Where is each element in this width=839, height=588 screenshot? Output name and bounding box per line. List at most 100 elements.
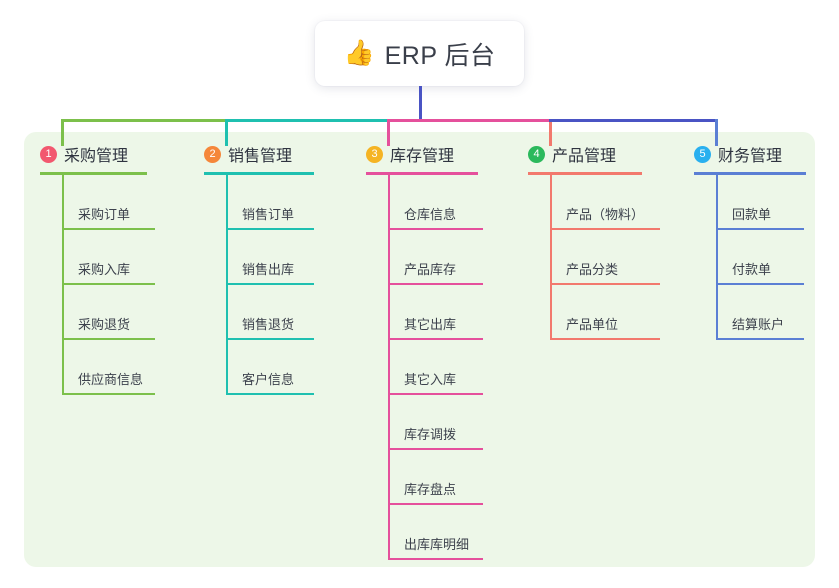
branch-drop-4 xyxy=(549,119,552,146)
leaf-item[interactable]: 回款单 xyxy=(716,196,804,230)
leaf-label: 产品分类 xyxy=(566,262,619,277)
branch-header-3[interactable]: 3 库存管理 xyxy=(366,142,454,166)
leaf-item[interactable]: 供应商信息 xyxy=(62,361,155,395)
leaf-label: 供应商信息 xyxy=(78,372,144,387)
branch-badge-3: 3 xyxy=(366,145,383,163)
branch-rule-3 xyxy=(366,172,478,175)
leaf-label: 产品单位 xyxy=(566,317,619,332)
branch-header-2[interactable]: 2 销售管理 xyxy=(204,142,292,166)
branch-title-1: 采购管理 xyxy=(64,148,129,165)
leaf-label: 产品（物料） xyxy=(566,207,645,222)
leaf-label: 付款单 xyxy=(732,262,772,277)
leaf-rule xyxy=(62,228,155,230)
leaf-rule xyxy=(716,338,804,340)
bus-segment-2 xyxy=(225,119,389,122)
leaf-label: 客户信息 xyxy=(242,372,295,387)
leaf-item[interactable]: 销售出库 xyxy=(226,251,314,285)
leaf-item[interactable]: 库存调拨 xyxy=(388,416,483,450)
leaf-rule xyxy=(388,503,483,505)
leaf-label: 其它入库 xyxy=(404,372,457,387)
branch-rule-2 xyxy=(204,172,314,175)
branch-stem-5 xyxy=(716,172,718,340)
branch-header-1[interactable]: 1 采购管理 xyxy=(40,142,128,166)
branch-badge-2: 2 xyxy=(204,145,221,163)
branch-rule-1 xyxy=(40,172,147,175)
branch-title-4: 产品管理 xyxy=(552,148,617,165)
leaf-rule xyxy=(716,283,804,285)
leaf-rule xyxy=(226,228,314,230)
branch-drop-3 xyxy=(387,119,390,146)
leaf-item[interactable]: 仓库信息 xyxy=(388,196,483,230)
leaf-label: 采购退货 xyxy=(78,317,131,332)
leaf-item[interactable]: 采购入库 xyxy=(62,251,155,285)
leaf-item[interactable]: 库存盘点 xyxy=(388,471,483,505)
branch-badge-4: 4 xyxy=(528,145,545,163)
leaf-item[interactable]: 其它出库 xyxy=(388,306,483,340)
leaf-item[interactable]: 采购退货 xyxy=(62,306,155,340)
bus-segment-1 xyxy=(61,119,227,122)
leaf-item[interactable]: 产品（物料） xyxy=(550,196,660,230)
leaf-label: 回款单 xyxy=(732,207,772,222)
thumbs-up-icon: 👍 xyxy=(343,39,375,67)
leaf-rule xyxy=(716,228,804,230)
leaf-rule xyxy=(550,338,660,340)
leaf-item[interactable]: 客户信息 xyxy=(226,361,314,395)
leaf-label: 销售订单 xyxy=(242,207,295,222)
leaf-item[interactable]: 产品分类 xyxy=(550,251,660,285)
leaf-label: 销售退货 xyxy=(242,317,295,332)
branch-stem-3 xyxy=(388,172,390,560)
leaf-item[interactable]: 出库库明细 xyxy=(388,526,483,560)
bus-segment-3 xyxy=(387,119,551,122)
leaf-rule xyxy=(226,283,314,285)
leaf-label: 采购入库 xyxy=(78,262,131,277)
leaf-rule xyxy=(62,338,155,340)
leaf-label: 库存调拨 xyxy=(404,427,457,442)
branch-header-4[interactable]: 4 产品管理 xyxy=(528,142,616,166)
leaf-label: 其它出库 xyxy=(404,317,457,332)
leaf-label: 出库库明细 xyxy=(404,537,470,552)
branch-rule-5 xyxy=(694,172,806,175)
branch-badge-1: 1 xyxy=(40,145,57,163)
branches-panel xyxy=(24,132,815,567)
leaf-rule xyxy=(388,338,483,340)
leaf-item[interactable]: 其它入库 xyxy=(388,361,483,395)
branch-title-2: 销售管理 xyxy=(228,148,293,165)
branch-drop-1 xyxy=(61,119,64,146)
leaf-rule xyxy=(226,393,314,395)
branch-badge-5: 5 xyxy=(694,145,711,163)
leaf-label: 采购订单 xyxy=(78,207,131,222)
leaf-label: 仓库信息 xyxy=(404,207,457,222)
leaf-item[interactable]: 付款单 xyxy=(716,251,804,285)
leaf-item[interactable]: 采购订单 xyxy=(62,196,155,230)
leaf-rule xyxy=(388,228,483,230)
leaf-item[interactable]: 产品单位 xyxy=(550,306,660,340)
leaf-rule xyxy=(62,283,155,285)
branch-header-5[interactable]: 5 财务管理 xyxy=(694,142,782,166)
leaf-label: 产品库存 xyxy=(404,262,457,277)
branch-title-5: 财务管理 xyxy=(718,148,783,165)
branch-stem-4 xyxy=(550,172,552,340)
leaf-rule xyxy=(388,558,483,560)
leaf-label: 库存盘点 xyxy=(404,482,457,497)
branch-drop-2 xyxy=(225,119,228,146)
leaf-item[interactable]: 产品库存 xyxy=(388,251,483,285)
branch-title-3: 库存管理 xyxy=(390,148,455,165)
branch-rule-4 xyxy=(528,172,642,175)
leaf-label: 结算账户 xyxy=(732,317,785,332)
bus-segment-4 xyxy=(549,119,717,122)
branch-drop-5 xyxy=(715,119,718,146)
leaf-item[interactable]: 结算账户 xyxy=(716,306,804,340)
leaf-item[interactable]: 销售订单 xyxy=(226,196,314,230)
leaf-label: 销售出库 xyxy=(242,262,295,277)
leaf-rule xyxy=(550,228,660,230)
leaf-rule xyxy=(388,448,483,450)
root-node[interactable]: 👍 ERP 后台 xyxy=(315,21,524,86)
leaf-rule xyxy=(226,338,314,340)
root-title: ERP 后台 xyxy=(384,41,496,70)
leaf-rule xyxy=(62,393,155,395)
leaf-rule xyxy=(388,393,483,395)
leaf-item[interactable]: 销售退货 xyxy=(226,306,314,340)
leaf-rule xyxy=(388,283,483,285)
leaf-rule xyxy=(550,283,660,285)
